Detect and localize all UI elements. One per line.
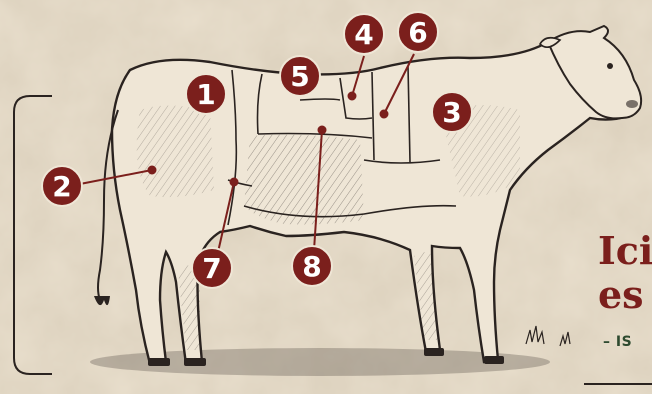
cut-badge-6: 6 <box>398 12 438 52</box>
cut-badge-8: 8 <box>292 246 332 286</box>
cut-label-5: 5 <box>290 60 309 93</box>
overlay-subtitle: – IS <box>603 334 632 350</box>
cut-label-8: 8 <box>302 250 321 283</box>
cut-badge-1: 1 <box>186 74 226 114</box>
cut-badge-5: 5 <box>280 56 320 96</box>
cut-label-4: 4 <box>354 18 373 51</box>
cut-badge-2: 2 <box>42 166 82 206</box>
cut-label-6: 6 <box>408 16 427 49</box>
overlay-heading-line2: es <box>598 276 644 314</box>
cut-label-2: 2 <box>52 170 71 203</box>
overlay-heading-line1: Ici <box>598 232 652 270</box>
cut-label-7: 7 <box>202 252 221 285</box>
cut-badge-4: 4 <box>344 14 384 54</box>
cut-label-1: 1 <box>196 78 215 111</box>
cut-badge-3: 3 <box>432 92 472 132</box>
cut-label-3: 3 <box>442 96 461 129</box>
cut-badge-7: 7 <box>192 248 232 288</box>
